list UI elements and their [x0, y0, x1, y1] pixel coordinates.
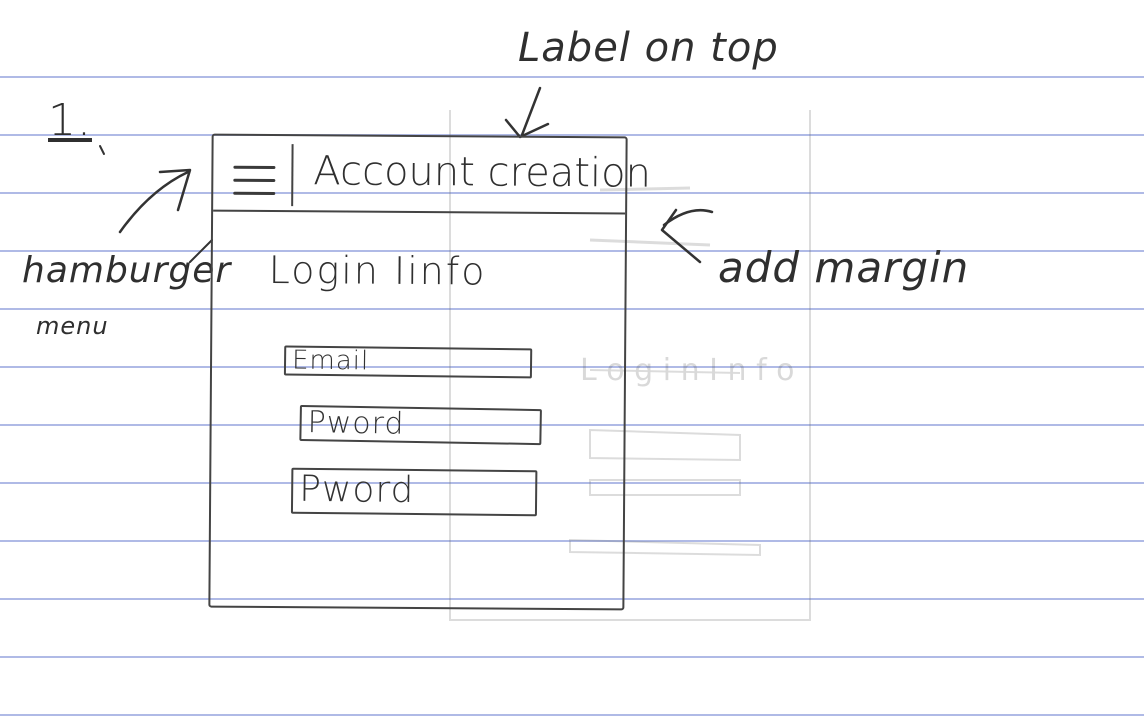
sketch-number: 1.: [48, 95, 92, 146]
section-title: Login Iinfo: [268, 247, 487, 294]
confirm-password-field: Pword: [290, 467, 538, 517]
header-title: Account creation: [313, 148, 652, 197]
annotation-label-on-top: Label on top: [518, 25, 779, 71]
svg-text:L o g i n I n f o: L o g i n I n f o: [580, 353, 795, 388]
password-field-label: Pword: [307, 405, 405, 442]
wireframe-screen: Account creation Login Iinfo Email Pword…: [208, 133, 651, 611]
hamburger-menu-icon: [221, 143, 294, 207]
annotation-add-margin: add margin: [718, 243, 970, 292]
email-field-label: Email: [291, 345, 370, 377]
annotation-hamburger: hamburger: [22, 250, 232, 291]
wireframe-header: Account creation: [213, 135, 651, 215]
annotation-menu: menu: [36, 312, 109, 340]
password-field: Pword: [299, 404, 542, 446]
arrow-hamburger: [118, 170, 190, 234]
email-field: Email: [283, 345, 533, 379]
confirm-password-field-label: Pword: [298, 468, 415, 511]
